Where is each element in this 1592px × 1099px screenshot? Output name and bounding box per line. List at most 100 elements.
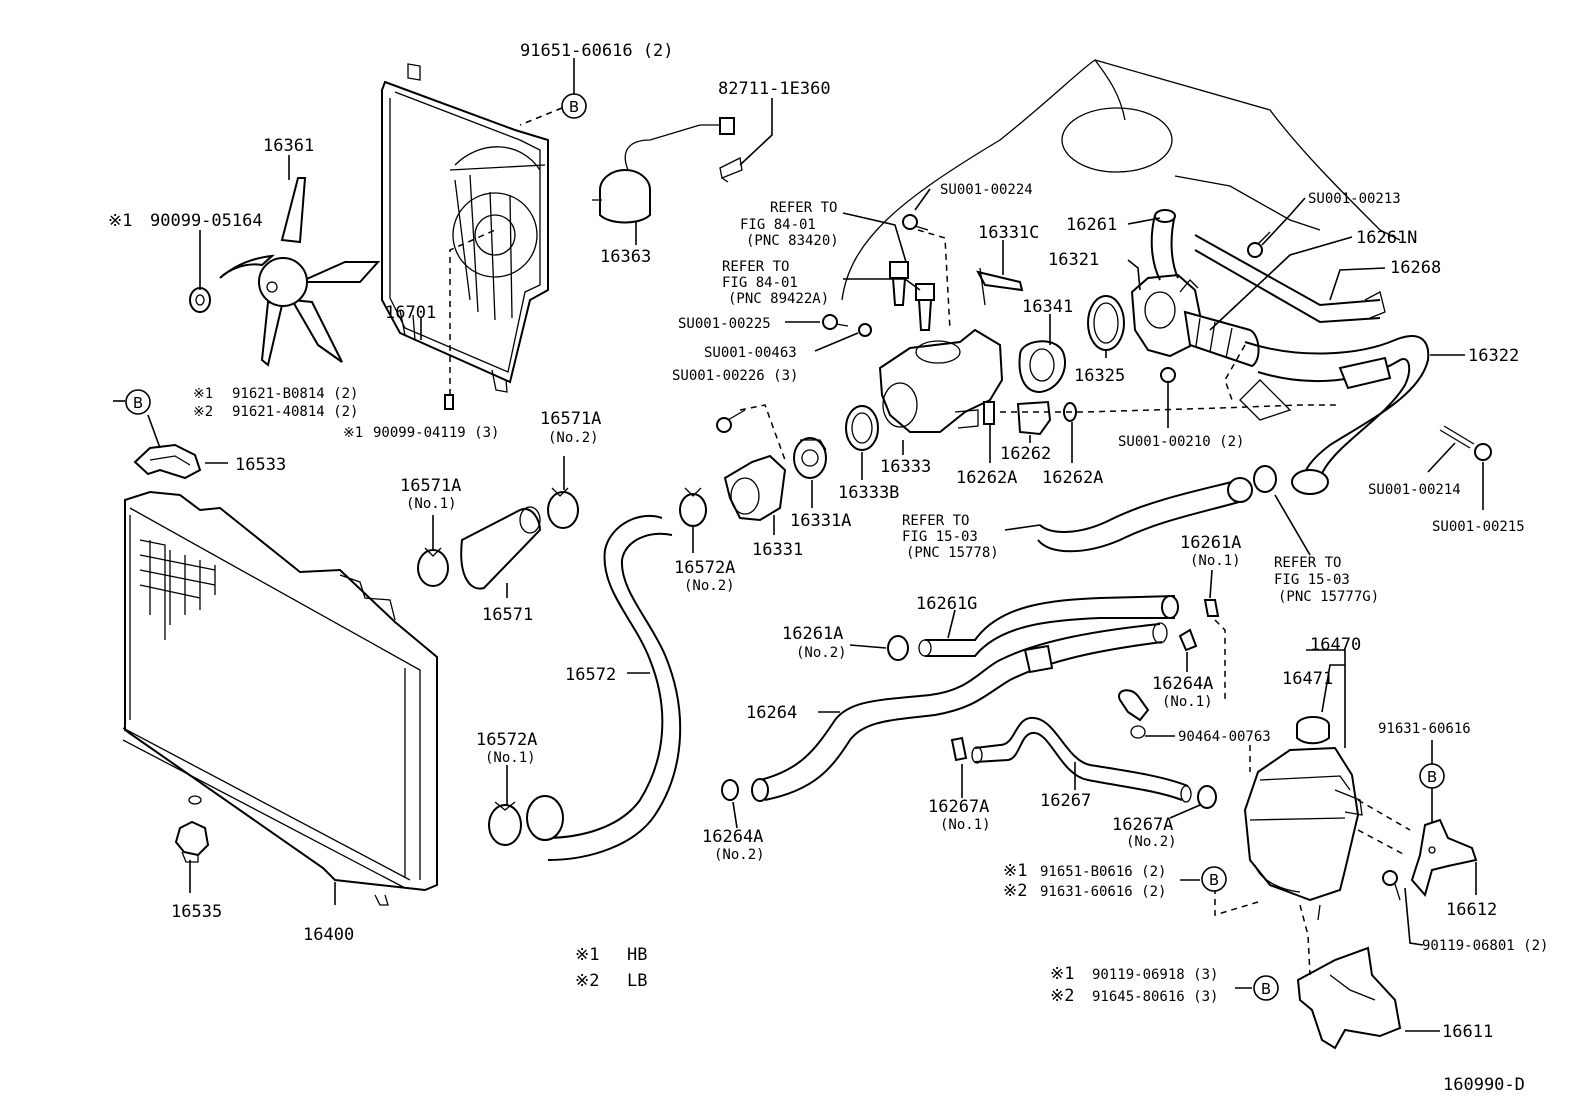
label-16261A-no1[interactable]: 16261A bbox=[1180, 533, 1241, 553]
stud-SU001-00214[interactable] bbox=[1439, 425, 1475, 449]
label-16571A-no1[interactable]: 16571A bbox=[400, 476, 461, 496]
label-SU001-00225[interactable]: SU001-00225 bbox=[678, 316, 771, 332]
label-91645-80616[interactable]: 91645-80616 (3) bbox=[1092, 989, 1218, 1005]
label-16262A-1[interactable]: 16262A bbox=[956, 468, 1017, 488]
clamp-16264A-no2[interactable] bbox=[721, 779, 739, 801]
label-16325[interactable]: 16325 bbox=[1074, 366, 1125, 386]
label-16572A-no1[interactable]: 16572A bbox=[476, 730, 537, 750]
label-SU001-00215[interactable]: SU001-00215 bbox=[1432, 519, 1525, 535]
label-91631-60616[interactable]: 91631-60616 bbox=[1378, 721, 1471, 737]
gasket-16325[interactable] bbox=[1087, 295, 1125, 351]
cooling-fan-blade[interactable] bbox=[219, 177, 381, 367]
label-90099-05164[interactable]: 90099-05164 bbox=[150, 211, 263, 231]
label-16333B[interactable]: 16333B bbox=[838, 483, 899, 503]
label-91631-60616b[interactable]: 91631-60616 (2) bbox=[1040, 884, 1166, 900]
motor-connector[interactable] bbox=[719, 157, 743, 183]
radiator-outlet-hose[interactable] bbox=[526, 514, 682, 861]
label-16533[interactable]: 16533 bbox=[235, 455, 286, 475]
heater-hose-16261G[interactable] bbox=[918, 595, 1179, 657]
label-16261N[interactable]: 16261N bbox=[1356, 228, 1417, 248]
label-16331A[interactable]: 16331A bbox=[790, 511, 851, 531]
label-16701[interactable]: 16701 bbox=[385, 303, 436, 323]
clamp-16261A-no1[interactable] bbox=[1203, 599, 1220, 617]
label-91621-40814[interactable]: 91621-40814 (2) bbox=[232, 404, 358, 420]
clamp-16267A-no1[interactable] bbox=[950, 736, 968, 762]
label-16268[interactable]: 16268 bbox=[1390, 258, 1441, 278]
label-91651-60616[interactable]: 91651-60616 (2) bbox=[520, 41, 674, 61]
label-16261A-no2[interactable]: 16261A bbox=[782, 624, 843, 644]
label-16331C[interactable]: 16331C bbox=[978, 223, 1039, 243]
refer-89422A-line3[interactable]: (PNC 89422A) bbox=[728, 291, 829, 307]
label-16264A-no1[interactable]: 16264A bbox=[1152, 674, 1213, 694]
bolt-90119-06801[interactable] bbox=[1382, 870, 1401, 901]
bolt-SU001-00226[interactable] bbox=[716, 409, 746, 433]
hose-clip-90464-00763[interactable] bbox=[1118, 689, 1150, 739]
radiator-drain-cock[interactable] bbox=[174, 820, 210, 863]
refer-83420-line3[interactable]: (PNC 83420) bbox=[746, 233, 839, 249]
label-16321[interactable]: 16321 bbox=[1048, 250, 1099, 270]
bolt-SU001-00225[interactable] bbox=[822, 314, 849, 330]
refer-15777G-line3[interactable]: (PNC 15777G) bbox=[1278, 589, 1379, 605]
label-16267[interactable]: 16267 bbox=[1040, 791, 1091, 811]
label-16611[interactable]: 16611 bbox=[1442, 1022, 1493, 1042]
label-90099-04119[interactable]: 90099-04119 (3) bbox=[373, 425, 499, 441]
hose-16261N[interactable] bbox=[1183, 310, 1260, 368]
heater-hose-16264[interactable] bbox=[751, 622, 1168, 802]
fan-motor[interactable] bbox=[592, 117, 735, 224]
fan-nut[interactable] bbox=[189, 287, 211, 313]
label-SU001-00210[interactable]: SU001-00210 (2) bbox=[1118, 434, 1244, 450]
label-16400[interactable]: 16400 bbox=[303, 925, 354, 945]
temperature-sensor-89422A[interactable] bbox=[915, 283, 935, 331]
thermostat-gasket[interactable] bbox=[845, 405, 879, 451]
bypass-pipe-16262[interactable] bbox=[1016, 400, 1052, 436]
label-SU001-00224[interactable]: SU001-00224 bbox=[940, 182, 1033, 198]
label-90119-06801[interactable]: 90119-06801 (2) bbox=[1422, 938, 1548, 954]
label-90464-00763[interactable]: 90464-00763 bbox=[1178, 729, 1271, 745]
water-pipe-16322[interactable] bbox=[1244, 335, 1430, 495]
clip-16262A-1[interactable] bbox=[983, 401, 995, 425]
hose-15778[interactable] bbox=[1037, 477, 1253, 553]
water-pipe-16268[interactable] bbox=[1194, 234, 1386, 324]
label-16322[interactable]: 16322 bbox=[1468, 346, 1519, 366]
nut-SU001-00215[interactable] bbox=[1474, 443, 1492, 461]
label-16267A-no1[interactable]: 16267A bbox=[928, 797, 989, 817]
shroud-bolt[interactable] bbox=[444, 394, 454, 410]
label-16470[interactable]: 16470 bbox=[1310, 635, 1361, 655]
water-inlet-housing[interactable] bbox=[723, 454, 787, 522]
label-16261[interactable]: 16261 bbox=[1066, 215, 1117, 235]
label-SU001-00213[interactable]: SU001-00213 bbox=[1308, 191, 1401, 207]
hose-16261[interactable] bbox=[1150, 209, 1179, 281]
clamp-16572A-no1[interactable] bbox=[488, 801, 522, 846]
bolt-SU001-00213[interactable] bbox=[1247, 231, 1271, 258]
label-16572A-no2[interactable]: 16572A bbox=[674, 558, 735, 578]
label-16341[interactable]: 16341 bbox=[1022, 297, 1073, 317]
label-16262[interactable]: 16262 bbox=[1000, 444, 1051, 464]
clamp-16571A-no1[interactable] bbox=[417, 547, 449, 587]
label-16264[interactable]: 16264 bbox=[746, 703, 797, 723]
label-16331[interactable]: 16331 bbox=[752, 540, 803, 560]
label-91651-B0616[interactable]: 91651-B0616 (2) bbox=[1040, 864, 1166, 880]
label-90119-06918[interactable]: 90119-06918 (3) bbox=[1092, 967, 1218, 983]
label-91621-B0814[interactable]: 91621-B0814 (2) bbox=[232, 386, 358, 402]
thermostat[interactable] bbox=[793, 437, 827, 479]
washer-SU001-00463[interactable] bbox=[858, 323, 872, 337]
tank-bracket-16612[interactable] bbox=[1410, 818, 1478, 898]
clamp-16267A-no2[interactable] bbox=[1197, 785, 1217, 809]
label-16571A-no2[interactable]: 16571A bbox=[540, 409, 601, 429]
bolt-SU001-00224[interactable] bbox=[902, 214, 929, 231]
label-16361[interactable]: 16361 bbox=[263, 136, 314, 156]
label-16572[interactable]: 16572 bbox=[565, 665, 616, 685]
label-16471[interactable]: 16471 bbox=[1282, 669, 1333, 689]
clamp-16261A-no2[interactable] bbox=[887, 635, 909, 661]
label-16264A-no2[interactable]: 16264A bbox=[702, 827, 763, 847]
label-16261G[interactable]: 16261G bbox=[916, 594, 977, 614]
label-16363[interactable]: 16363 bbox=[600, 247, 651, 267]
refer-15778-line3[interactable]: (PNC 15778) bbox=[906, 545, 999, 561]
radiator-support-bracket[interactable] bbox=[133, 443, 202, 480]
pipe-16331C[interactable] bbox=[976, 267, 1024, 306]
clamp-16264A-no1[interactable] bbox=[1178, 628, 1198, 652]
label-SU001-00463[interactable]: SU001-00463 bbox=[704, 345, 797, 361]
temperature-sensor-83420[interactable] bbox=[889, 261, 909, 306]
water-outlet-housing[interactable] bbox=[878, 328, 1004, 433]
label-16333[interactable]: 16333 bbox=[880, 457, 931, 477]
